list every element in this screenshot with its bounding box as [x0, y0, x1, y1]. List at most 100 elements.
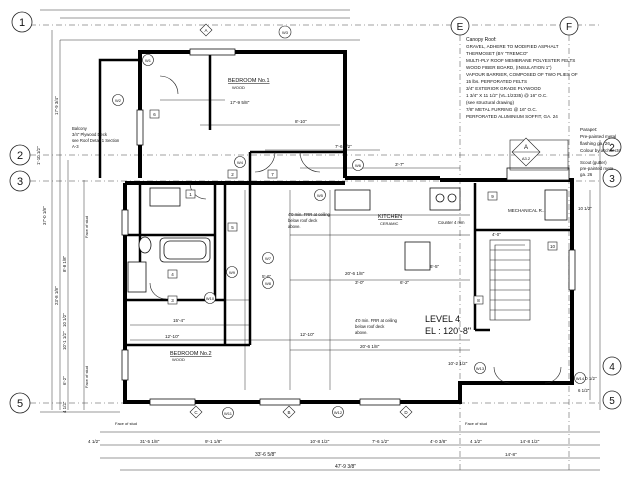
svg-text:W10: W10	[206, 296, 215, 301]
dimension-lines	[40, 9, 601, 471]
grid-bubble-right-3: 3	[602, 168, 622, 188]
dim-mid: 15'-4"	[173, 318, 185, 323]
svg-text:2: 2	[609, 143, 615, 154]
svg-text:PERFORATED ALUMINIUM SOFFIT, G: PERFORATED ALUMINIUM SOFFIT, GA. 24	[466, 114, 558, 119]
svg-text:W9: W9	[229, 270, 236, 275]
wall-tag-w5: W5	[314, 189, 326, 201]
room-label-mechanical: MECHANICAL R...	[508, 208, 546, 213]
dim-stair: 4'-0"	[492, 232, 501, 237]
svg-text:8: 8	[477, 298, 480, 303]
grid-bubble-right-4: 4	[602, 356, 622, 376]
svg-text:W12: W12	[334, 410, 343, 415]
dim-left: 8'-8 1/8"	[62, 255, 67, 272]
wall-tag-w1: W1	[142, 54, 154, 66]
wall-tags: W3 W1 W2 W4 W5 W6 W7 W8 W9 W10 W11 W12 W…	[112, 25, 586, 419]
dim-mid: 3'-0"	[355, 280, 365, 285]
svg-text:pre-painted meta: pre-painted meta	[580, 166, 614, 171]
svg-text:W4: W4	[237, 160, 244, 165]
svg-text:W2: W2	[115, 98, 122, 103]
svg-text:WOOD: WOOD	[172, 357, 185, 362]
wall-tag-w7: W7	[262, 252, 274, 264]
svg-text:W8: W8	[265, 281, 272, 286]
number-tag: 5	[227, 222, 238, 232]
door-tags: C B D A	[189, 23, 413, 419]
dim-mid: 6'-5"	[430, 264, 440, 269]
room-label-bedroom-2: BEDROOM No.2 WOOD	[170, 351, 212, 362]
svg-text:C: C	[194, 410, 198, 415]
svg-text:2: 2	[231, 172, 234, 177]
dim-left: 6'-2"	[62, 376, 67, 385]
dim-bed1-side: 8'-10"	[295, 119, 307, 124]
dim-hall-a: 7'-6 1/2"	[335, 144, 352, 149]
balcony-note: Balcony 3/4" Plywood Deck see Roof Detai…	[72, 126, 120, 149]
number-tag: 10	[547, 241, 558, 251]
counter-label: Counter 4 mm	[438, 220, 465, 225]
svg-text:see Roof Detail 1 Section: see Roof Detail 1 Section	[72, 138, 120, 143]
number-tag: 9	[487, 191, 498, 201]
dim-seg: 4'-0 3/8"	[430, 439, 447, 444]
wall-tag-w14: W14	[574, 372, 586, 384]
svg-text:LEVEL 4: LEVEL 4	[425, 314, 460, 324]
svg-text:2: 2	[17, 150, 23, 162]
wall-tag-w6: W6	[352, 159, 364, 171]
dim-left: 10 1/2"	[62, 313, 67, 327]
dim-left: 23'-8 1/8"	[54, 286, 59, 305]
svg-text:A3.2: A3.2	[522, 156, 531, 161]
grid-bubble-e: E	[450, 16, 470, 36]
exterior-walls	[98, 50, 574, 404]
svg-text:1: 1	[19, 17, 25, 29]
dim-mid: 12'-10"	[165, 334, 180, 339]
dim-seg: 14'-8 1/2"	[520, 439, 540, 444]
dim-seg: 9'-1 1/8"	[205, 439, 222, 444]
face-of-stud-label: Face of stud	[84, 216, 89, 238]
grid-bubble-left-3: 3	[9, 170, 31, 192]
svg-text:W13: W13	[476, 366, 485, 371]
dimension-labels: 47'-9 3/8" 33'-6 5/8" 31'-5 1/8" 9'-1 1/…	[36, 96, 597, 470]
fixtures	[121, 48, 576, 406]
door-tag: B	[282, 405, 296, 419]
svg-text:MULTI-PLY ROOF MEMBRANE POLYES: MULTI-PLY ROOF MEMBRANE POLYESTER FELTS	[466, 58, 575, 63]
dim-seg: 10'-8 1/2"	[310, 439, 330, 444]
wall-tag-w9: W9	[226, 266, 238, 278]
wall-tag-w10: W10	[204, 292, 216, 304]
svg-text:Colour by architects: Colour by architects	[580, 148, 621, 153]
svg-text:6: 6	[153, 112, 156, 117]
svg-text:BEDROOM No.1: BEDROOM No.1	[228, 78, 270, 84]
svg-text:W14: W14	[576, 376, 585, 381]
dim-seg: 7'-6 1/2"	[372, 439, 389, 444]
svg-text:ga. 26: ga. 26	[580, 172, 593, 177]
svg-text:Balcony: Balcony	[72, 126, 88, 131]
svg-text:THERMOSET (BY "TREMCO": THERMOSET (BY "TREMCO"	[466, 51, 528, 56]
svg-text:below roof deck: below roof deck	[355, 324, 385, 329]
svg-text:10: 10	[550, 244, 556, 249]
svg-text:3: 3	[171, 298, 174, 303]
svg-text:W11: W11	[224, 411, 233, 416]
grid-bubble-right-5: 5	[602, 390, 622, 410]
face-of-stud-label: Face of stud	[465, 421, 487, 426]
wall-tag-w13: W13	[474, 362, 486, 374]
svg-text:9: 9	[491, 194, 494, 199]
svg-text:above.: above.	[288, 224, 301, 229]
svg-text:EL : 120'-8": EL : 120'-8"	[425, 326, 471, 336]
svg-text:1 3/4" X 11 1/2" (VL.1/2335) @: 1 3/4" X 11 1/2" (VL.1/2335) @ 16" O.C.	[466, 93, 547, 98]
svg-text:KITCHEN: KITCHEN	[378, 214, 402, 220]
svg-text:5: 5	[231, 225, 234, 230]
svg-text:3/4" Plywood Deck: 3/4" Plywood Deck	[72, 132, 108, 137]
canopy-roof-note: Canopy Roof: GRAVEL, ADHERE TO MODIFIED …	[466, 37, 578, 119]
dim-mid: 5'-6"	[262, 274, 272, 279]
door-tag: C	[189, 405, 203, 419]
face-of-stud-label: Face of stud	[84, 366, 89, 388]
svg-text:CERAMIC: CERAMIC	[380, 221, 399, 226]
dim-seg: 31'-5 1/8"	[140, 439, 160, 444]
dim-kitchen: 20'-6 1/8"	[345, 271, 365, 276]
parapet-note: Parapet: Pre-painted metal flashing ga. …	[580, 127, 621, 153]
dim-left: 4 1/2"	[62, 401, 67, 413]
dim-mid: 6'-2"	[400, 280, 410, 285]
svg-text:(see structural drawing): (see structural drawing)	[466, 100, 514, 105]
number-tag: 1	[185, 189, 196, 199]
downspout-note: Scout (gutter) pre-painted meta ga. 26	[580, 160, 614, 177]
wall-tag-w12: W12	[332, 406, 344, 418]
svg-text:4'0 min. FRR at ceiling: 4'0 min. FRR at ceiling	[355, 318, 398, 323]
svg-text:3: 3	[17, 176, 23, 188]
svg-text:above.: above.	[355, 330, 368, 335]
